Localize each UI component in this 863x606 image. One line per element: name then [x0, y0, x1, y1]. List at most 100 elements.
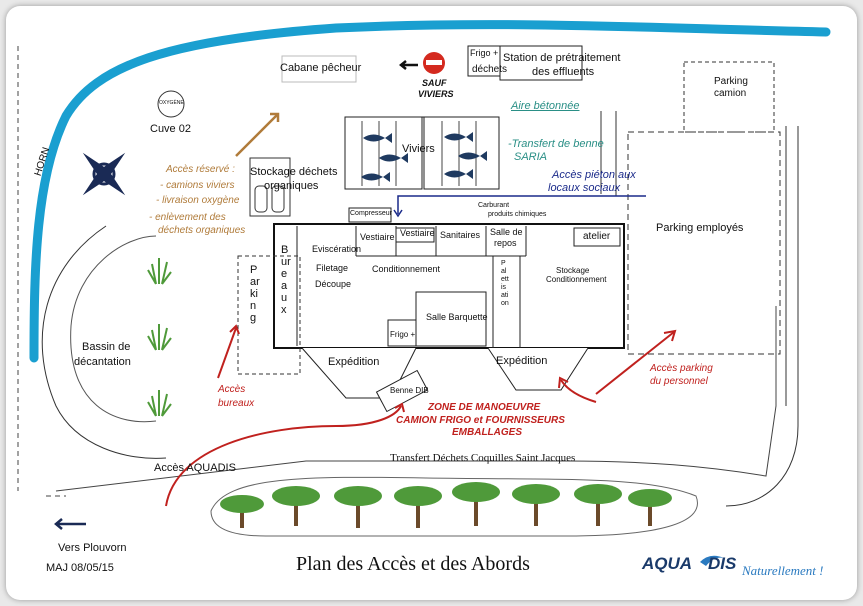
left-road-outer — [41, 225, 167, 459]
expedition-label-1: Expédition — [328, 356, 380, 368]
expedition-label-2: Expédition — [496, 355, 548, 367]
acces-bureaux-label-2: bureaux — [218, 398, 255, 409]
acces-aquadis-label: Accès AQUADIS — [154, 462, 236, 474]
tree-icon — [452, 482, 500, 526]
conditionnement-label: Conditionnement — [372, 264, 441, 274]
transfert-dechets-label: Transfert Déchets Coquilles Saint Jacque… — [390, 452, 576, 464]
acces-parking-label-2: du personnel — [650, 376, 708, 387]
fish-icon — [444, 132, 473, 142]
station-label-2: des effluents — [532, 66, 595, 78]
viviers-label: Viviers — [402, 143, 435, 155]
bassin-outline — [70, 235, 157, 423]
enlevement-label-1: - enlèvement des — [149, 212, 226, 223]
station-label-1: Station de prétraitement — [503, 52, 621, 64]
fish-icon — [363, 133, 392, 143]
sanitaires-label: Sanitaires — [440, 230, 481, 240]
brown-arrow — [235, 113, 279, 157]
compresseur-label: Compresseur — [350, 210, 393, 217]
atelier-label: atelier — [583, 231, 611, 242]
bin-icon — [271, 185, 285, 213]
reed-icon — [147, 258, 172, 285]
camions-label: - camions viviers — [160, 180, 235, 191]
frigo-dechets-label-1: Frigo + — [470, 48, 499, 58]
tree-band — [210, 476, 698, 537]
tree-icons — [220, 482, 672, 528]
cabane-label: Cabane pêcheur — [280, 62, 362, 74]
viviers-sign-label: VIVIERS — [418, 89, 454, 99]
plan-drawing — [17, 20, 831, 566]
salle-barquette-label: Salle Barquette — [426, 312, 488, 322]
benne-dib — [375, 369, 429, 413]
reed-icon — [147, 390, 172, 417]
bottom-road-line — [55, 306, 777, 492]
salle-repos-label-2: repos — [494, 238, 517, 248]
tree-icon — [512, 484, 560, 526]
tree-icon — [574, 484, 622, 526]
right-road — [600, 111, 799, 507]
bin-icon — [254, 185, 268, 213]
zone-label-1: ZONE DE MANOEUVRE — [428, 402, 541, 413]
salle-repos-label-1: Salle de — [490, 227, 523, 237]
evisceration-label: Eviscération — [312, 244, 362, 254]
arrow-left-icon — [398, 60, 418, 70]
viviers-tank-2 — [423, 116, 500, 190]
frigo-label: Frigo + — [390, 330, 416, 339]
expedition-dock-1 — [301, 347, 417, 399]
frigo-dechets-label-2: déchets — [472, 64, 508, 75]
fish-icon — [444, 169, 473, 179]
parking-employes-label: Parking employés — [656, 222, 744, 234]
bureaux-vertical-label: Bureaux — [281, 244, 291, 316]
bassin-label-1: Bassin de — [82, 341, 131, 353]
zone-label-3: EMBALLAGES — [452, 427, 522, 438]
logo-aqua: AQUA — [642, 554, 693, 573]
fish-icon — [458, 151, 487, 161]
direction-arrow-icon — [54, 518, 86, 530]
river — [29, 20, 831, 363]
navy-arrow — [397, 195, 646, 214]
tree-icon — [628, 489, 672, 526]
bassin-label-2: décantation — [74, 356, 131, 368]
transfert-label-2: SARIA — [514, 151, 548, 163]
acces-reserve-label: Accès réservé : — [166, 164, 235, 175]
decoupe-label: Découpe — [315, 279, 352, 289]
reed-icons — [147, 258, 172, 417]
acces-parking-label-1: Accès parking — [650, 363, 713, 374]
red-arrow-parking — [595, 331, 675, 395]
palettisation-label: Palettisation — [501, 260, 509, 307]
logo-tagline: Naturellement ! — [742, 563, 824, 578]
vestiaire2-label: Vestiaire — [400, 228, 435, 238]
fish-icon — [379, 153, 408, 163]
logo-dis: DIS — [708, 554, 737, 573]
parking-vertical-label: Parking — [250, 264, 260, 324]
acces-pieton-label-2: locaux sociaux — [548, 182, 621, 194]
cuve-label: Cuve 02 — [150, 123, 191, 135]
filetage-label: Filetage — [316, 263, 349, 273]
carburant-label-2: produits chimiques — [488, 211, 547, 218]
enlevement-label-2: déchets organiques — [158, 225, 246, 236]
cuve-icon — [157, 90, 185, 118]
oxygene-label: OXYGÈNE — [159, 100, 184, 106]
benne-label: Benne DIB — [390, 386, 429, 395]
site-boundary — [17, 46, 66, 497]
sauf-label: SAUF — [422, 78, 447, 88]
compass-icon — [82, 152, 126, 196]
logo-fish-icon — [700, 555, 724, 566]
stockage-cond-label-1: Stockage — [556, 266, 590, 275]
red-arrow-zone — [560, 379, 597, 403]
tree-icon — [220, 495, 264, 528]
maj-label: MAJ 08/05/15 — [46, 562, 114, 574]
tree-icon — [334, 486, 382, 528]
vers-plouvorn-label: Vers Plouvorn — [58, 542, 127, 554]
fish-icons — [361, 132, 487, 182]
red-arrow-aquadis — [165, 405, 402, 507]
aire-label: Aire bétonnée — [511, 100, 580, 112]
vestiaire-label: Vestiaire — [360, 232, 395, 242]
site-plan: Cabane pêcheur SAUF VIVIERS Frigo + déch… — [6, 6, 857, 600]
acces-bureaux-label-1: Accès — [218, 384, 246, 395]
reed-icon — [147, 324, 172, 351]
acces-pieton-label-1: Accès piéton aux — [552, 169, 636, 181]
tree-icon — [394, 486, 442, 528]
stockage-organiques-label-2: organiques — [264, 180, 319, 192]
page-title: Plan des Accès et des Abords — [296, 553, 530, 575]
parking-camion-label: Parking camion — [714, 76, 748, 99]
